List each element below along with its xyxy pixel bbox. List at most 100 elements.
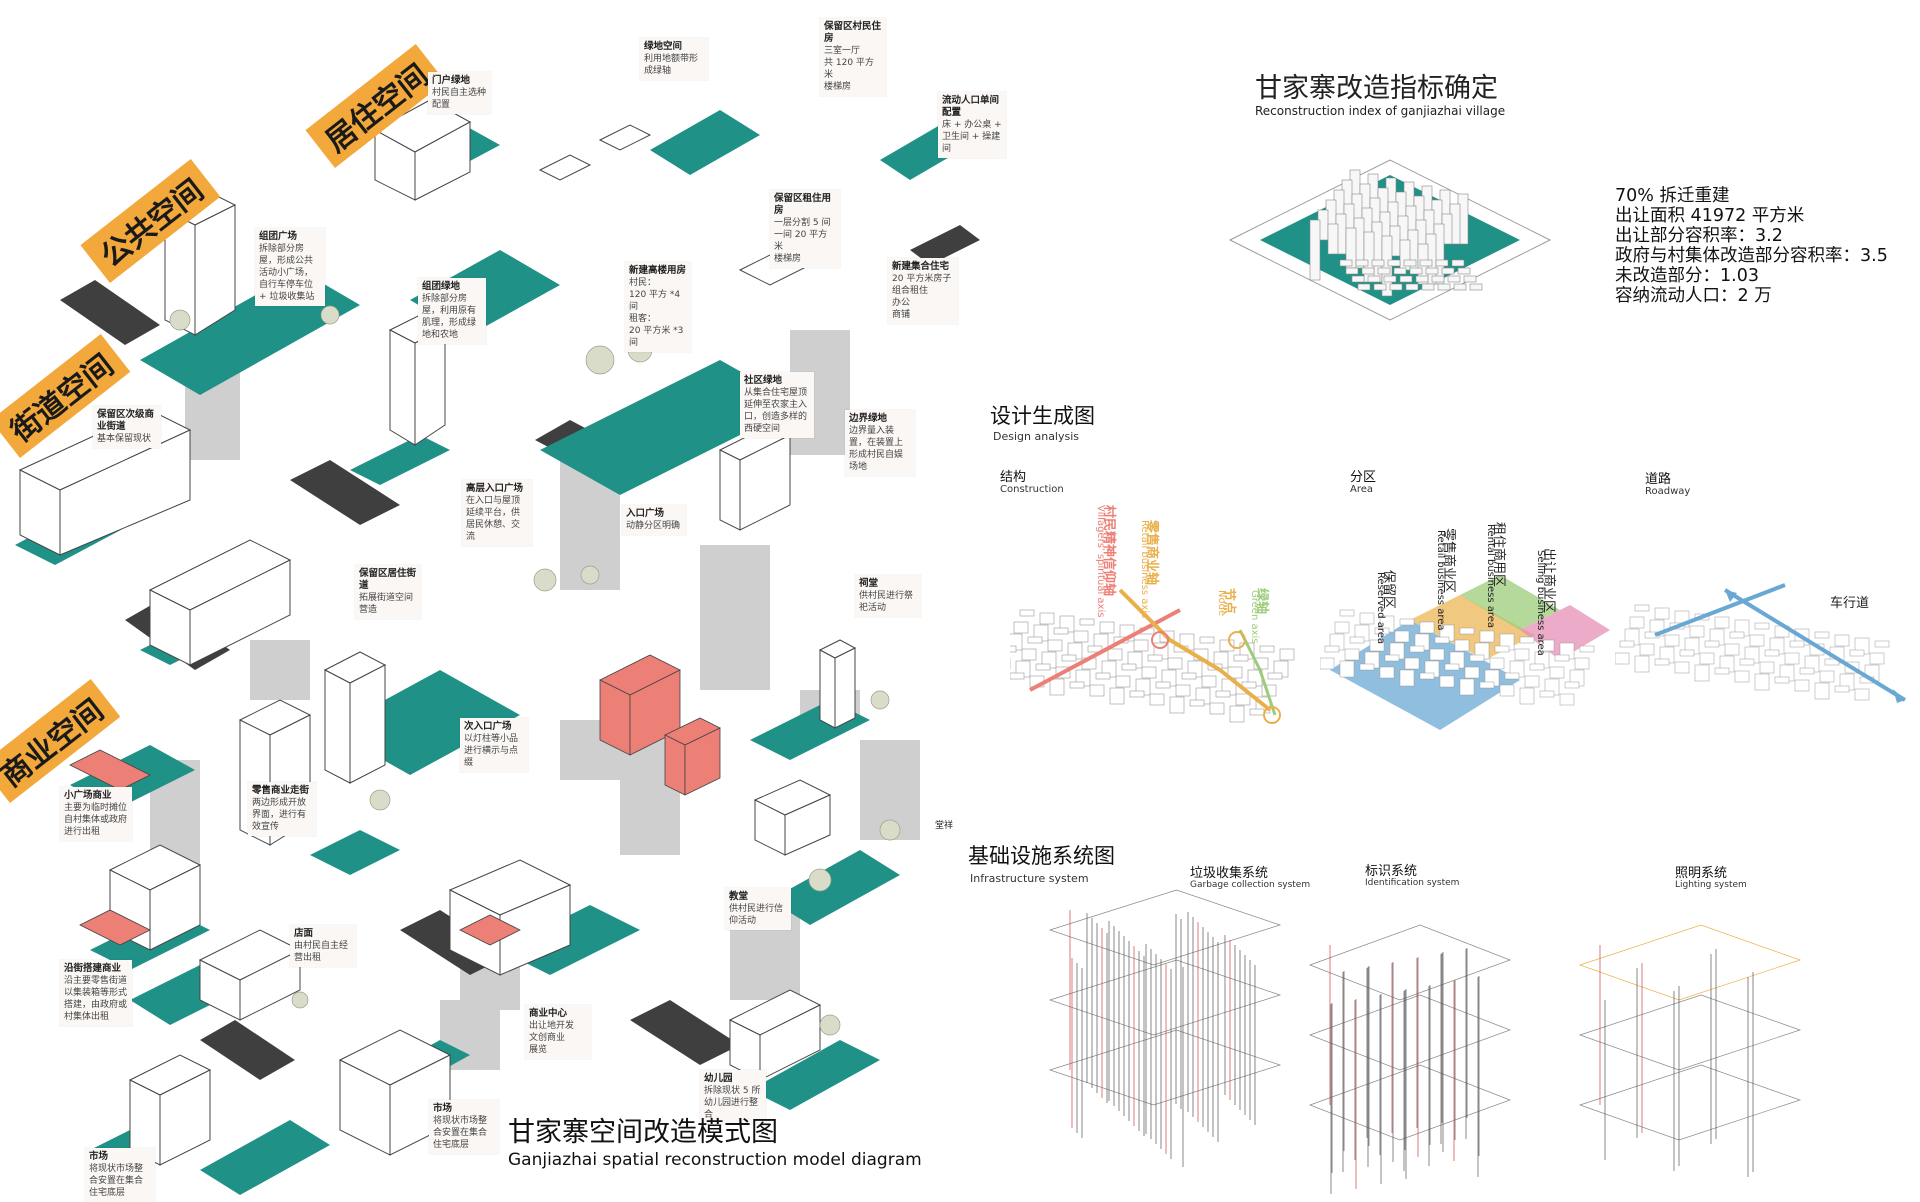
label-green-axis-en: Green axis <box>1249 590 1260 644</box>
annotation-kindergarten: 幼儿园拆除现状 5 所幼儿园进行整合 <box>700 1070 766 1124</box>
annotation-door-green: 门户绿地村民自主选种配置 <box>428 72 491 114</box>
annotation-description: 将现状市场整合安置在集合住宅底层 <box>433 1116 488 1150</box>
annotation-title: 社区绿地 <box>744 375 783 386</box>
annotation-title: 次入口广场 <box>464 721 512 732</box>
annotation-title: 市场 <box>89 1151 109 1162</box>
annotation-description: 出让地开发 文创商业 展览 <box>529 1021 575 1055</box>
infra-panel-1-cn: 垃圾收集系统 <box>1190 866 1269 881</box>
annotation-title: 入口广场 <box>626 508 665 519</box>
annotation-description: 村民自主选种配置 <box>432 88 487 110</box>
index-line: 出让面积 41972 平方米 <box>1615 206 1805 226</box>
label-retail-area-en: Retail business area <box>1435 530 1446 631</box>
annotation-new-highrise: 新建高楼用房村民： 120 平方 *4 间 租客： 20 平方米 *3 间 <box>625 262 691 352</box>
annotation-description: 边界量入装置，在装置上形成村民自娱场地 <box>849 426 904 472</box>
label-node-en: Node <box>1216 590 1227 617</box>
infra-panel-1-en: Garbage collection system <box>1190 880 1311 890</box>
annotation-description: 床 + 办公桌 + 卫生间 + 操建间 <box>942 120 1002 154</box>
annotation-retail-shops: 零售商业走街两边形成开放界面，进行有效宣传 <box>248 782 316 836</box>
trees <box>169 305 901 1036</box>
annotation-title: 小广场商业 <box>64 790 112 801</box>
annotation-street-shops: 沿街搭建商业沿主要零售街道以集装箱等形式搭建，由政府或村集体出租 <box>60 960 132 1026</box>
index-title-en: Reconstruction index of ganjiazhai villa… <box>1255 104 1506 118</box>
label-spiritual-axis-en: Villagers' spiritual axis <box>1095 505 1106 618</box>
annotation-title: 保留区次级商业街道 <box>97 409 155 432</box>
annotation-description: 动静分区明确 <box>626 521 681 531</box>
annotation-title: 保留区租住用房 <box>774 193 832 216</box>
annotation-group-green: 组团绿地拆除部分房屋，利用原有肌理，形成绿地和农地 <box>418 278 486 344</box>
design-panel-2-cn: 分区 <box>1350 470 1377 485</box>
annotation-title: 商业中心 <box>529 1008 568 1019</box>
main-title-en: Ganjiazhai spatial reconstruction model … <box>508 1150 922 1170</box>
annotation-group-square: 组团广场拆除部分房屋，形成公共活动小广场，自行车停车位 + 垃圾收集站 <box>255 228 325 306</box>
annotation-title: 边界绿地 <box>849 413 888 424</box>
design-panel-3-cn: 道路 <box>1645 472 1672 487</box>
annotation-title: 店面 <box>294 928 314 939</box>
index-title-cn: 甘家寨改造指标确定 <box>1255 73 1498 104</box>
annotation-description: 20 平方米房子组合租住 办公 商铺 <box>892 274 952 320</box>
annotation-title: 保留区居住街道 <box>359 568 417 591</box>
node-circle <box>1263 706 1281 724</box>
infra-panel-3-cn: 照明系统 <box>1675 866 1728 881</box>
annotation-highrise-entrance: 高层入口广场在入口与屋顶延续平台，供居民休憩、交流 <box>462 480 532 546</box>
construction-map <box>1010 588 1295 724</box>
annotation-market-lower: 市场将现状市场整合安置在集合住宅底层 <box>429 1100 499 1154</box>
annotation-title: 流动人口单间配置 <box>942 95 1000 118</box>
annotation-description: 从集合住宅屋顶延伸至农家主入口，创造多样的西硬空间 <box>744 388 808 434</box>
infra-panel-3-en: Lighting system <box>1675 880 1747 890</box>
annotation-market-left: 市场将现状市场整合安置在集合住宅底层 <box>85 1148 155 1202</box>
annotation-description: 沿主要零售街道以集装箱等形式搭建，由政府或村集体出租 <box>64 976 128 1022</box>
annotation-mobile-unit: 流动人口单间配置床 + 办公桌 + 卫生间 + 操建间 <box>938 92 1006 158</box>
annotation-description: 供村民进行祭祀活动 <box>859 591 914 613</box>
index-line: 70% 拆迁重建 <box>1615 186 1730 206</box>
annotation-title: 绿地空间 <box>644 41 683 52</box>
label-selling-area-en: Selling business area <box>1535 550 1546 656</box>
annotation-title: 门户绿地 <box>432 75 471 86</box>
church-short-label: 堂祥 <box>935 821 954 831</box>
annotation-description: 基本保留现状 <box>97 434 152 444</box>
annotation-title: 组团广场 <box>259 231 298 242</box>
car-road-line <box>1723 588 1907 702</box>
infra-panel-2-en: Identification system <box>1365 878 1460 888</box>
annotation-description: 村民： 120 平方 *4 间 租客： 20 平方米 *3 间 <box>629 278 684 348</box>
annotation-title: 新建高楼用房 <box>629 265 687 276</box>
annotation-title: 市场 <box>433 1103 453 1114</box>
annotation-shops: 店面由村民自主经营出租 <box>290 925 356 967</box>
annotation-reserved-rental: 保留区租住用房一层分割 5 间 一间 20 平方米 楼梯房 <box>770 190 840 268</box>
annotation-ancestral-hall: 祠堂供村民进行祭祀活动 <box>855 575 921 617</box>
index-line: 出让部分容积率：3.2 <box>1615 226 1783 246</box>
label-reserved-area-en: Reserved area <box>1375 572 1386 645</box>
design-panel-2-en: Area <box>1350 484 1374 495</box>
node-circle <box>1228 631 1246 649</box>
design-panel-1-en: Construction <box>1000 484 1064 495</box>
annotation-description: 拆除现状 5 所幼儿园进行整合 <box>704 1086 761 1120</box>
annotation-green-space: 绿地空间利用地额带形成绿轴 <box>640 38 708 80</box>
annotation-description: 利用地额带形成绿轴 <box>644 54 699 76</box>
annotation-description: 将现状市场整合安置在集合住宅底层 <box>89 1164 144 1198</box>
annotation-description: 拓展街道空间营造 <box>359 593 414 615</box>
annotation-boundary-green: 边界绿地边界量入装置，在装置上形成村民自娱场地 <box>845 410 915 476</box>
annotation-commercial-center: 商业中心出让地开发 文创商业 展览 <box>525 1005 591 1059</box>
annotation-description: 三室一厅 共 120 平方米 楼梯房 <box>824 46 874 92</box>
label-rental-area-en: Rental business area <box>1485 524 1496 629</box>
design-panel-1-cn: 结构 <box>1000 470 1027 485</box>
annotation-community-green: 社区绿地从集合住宅屋顶延伸至农家主入口，创造多样的西硬空间 <box>740 372 814 438</box>
design-title-cn: 设计生成图 <box>990 404 1095 428</box>
salmon-accents <box>69 654 721 946</box>
infra-diagrams <box>1048 889 1802 1194</box>
index-line: 政府与村集体改造部分容积率：3.5 <box>1615 246 1888 266</box>
annotation-title: 教堂 <box>729 891 749 902</box>
green-axis-line <box>1238 629 1277 716</box>
annotation-secondary-entrance: 次入口广场以灯柱等小品进行横示与点缀 <box>460 718 528 772</box>
annotation-small-square-shop: 小广场商业主要为临时摊位自村集体或政府进行出租 <box>60 787 132 841</box>
annotation-description: 两边形成开放界面，进行有效宣传 <box>252 798 307 832</box>
annotation-title: 保留区村民住房 <box>824 21 882 44</box>
infra-panel-2-cn: 标识系统 <box>1365 864 1418 879</box>
label-retail-axis-en: Retail business axis <box>1139 520 1150 619</box>
annotation-title: 幼儿园 <box>704 1073 733 1084</box>
annotation-description: 拆除部分房屋，形成公共活动小广场，自行车停车位 + 垃圾收集站 <box>259 244 315 302</box>
annotation-entrance-square: 入口广场动静分区明确 <box>622 505 686 535</box>
annotation-title: 组团绿地 <box>422 281 461 292</box>
label-car-road: 车行道 <box>1830 596 1870 611</box>
